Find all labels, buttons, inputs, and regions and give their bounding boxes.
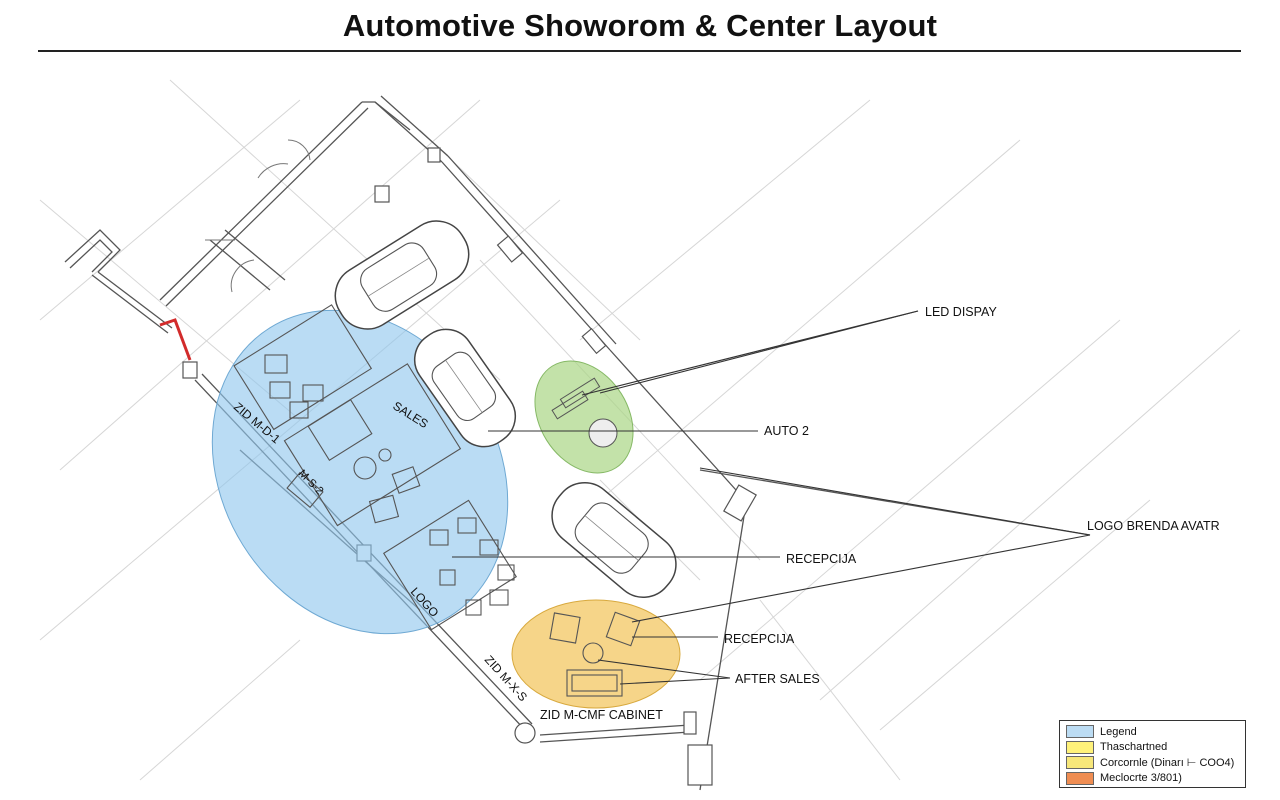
logo-brand-avatar-label: LOGO BRENDA AVATR	[1087, 519, 1220, 533]
legend-swatch	[1066, 725, 1094, 739]
page-title: Automotive Showorom & Center Layout	[342, 8, 938, 43]
car-3	[551, 482, 677, 598]
display-zone	[534, 360, 634, 474]
sales-furniture	[233, 304, 518, 631]
columns	[182, 147, 757, 786]
after-sales-zone	[511, 599, 681, 709]
legend-row: Legend	[1066, 724, 1245, 740]
legend-row: Thaschartned	[1066, 740, 1245, 756]
car-1	[334, 220, 470, 330]
reception-label-2: RECEPCIJA	[724, 632, 795, 646]
display-contents	[551, 377, 618, 448]
legend-swatch	[1066, 756, 1094, 770]
legend-label: Meclocrte 3/801)	[1100, 772, 1182, 785]
legend: Legend Thaschartned Corcornle (Dinarı ⊢ …	[1059, 720, 1246, 788]
legend-swatch	[1066, 771, 1094, 785]
legend-swatch	[1066, 740, 1094, 754]
reception-label-1: RECEPCIJA	[786, 552, 857, 566]
red-accent-wall	[159, 318, 192, 361]
after-sales-furniture	[549, 611, 641, 697]
cabinet-label: ZID M-CMF CABINET	[540, 708, 663, 722]
title-divider	[38, 50, 1241, 52]
car-2	[413, 328, 517, 448]
doors	[205, 139, 311, 293]
legend-label: Corcornle (Dinarı ⊢ COO4)	[1100, 757, 1235, 770]
auto-2-label: AUTO 2	[764, 424, 809, 438]
after-sales-label: AFTER SALES	[735, 672, 820, 686]
legend-row: Meclocrte 3/801)	[1066, 771, 1245, 787]
legend-label: Thaschartned	[1100, 741, 1168, 754]
leader-lines	[452, 310, 1091, 685]
legend-label: Legend	[1100, 725, 1137, 738]
legend-row: Corcornle (Dinarı ⊢ COO4)	[1066, 755, 1245, 771]
led-display-label: LED DISPAY	[925, 305, 997, 319]
